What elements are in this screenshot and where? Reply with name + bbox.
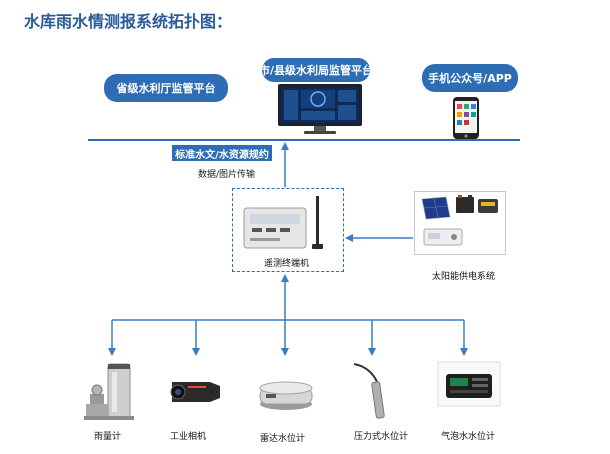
sensor-label: 雷达水位计 [260, 434, 306, 444]
solar-label: 太阳能供电系统 [432, 272, 496, 282]
industrial-camera-image [170, 382, 220, 402]
terminal-label: 遥测终端机 [264, 259, 310, 269]
radar-level-meter-image [259, 381, 313, 410]
page-title: 水库雨水情测报系统拓扑图： [24, 12, 233, 31]
mobile-app-pill: 手机公众号/APP [422, 64, 518, 92]
sensor-label: 雨量计 [94, 432, 122, 442]
pressure-level-meter-image [353, 363, 385, 419]
smartphone-image [453, 97, 479, 139]
rain-gauge-image [84, 363, 134, 420]
terminal-device-image [243, 196, 323, 249]
sensor-label: 压力式水位计 [354, 432, 409, 442]
transfer-label: 数据/图片传输 [198, 170, 256, 180]
provincial-platform-pill: 省级水利厅监管平台 [104, 74, 228, 102]
monitor-screen-image [278, 84, 362, 134]
city-platform-pill: 市/县级水利局监管平台 [259, 58, 373, 82]
sensor-label: 气泡水水位计 [441, 432, 496, 442]
bubble-level-meter-image [437, 361, 501, 407]
terminal-box [232, 188, 344, 272]
solar-equipment-image [421, 195, 498, 246]
protocol-label: 标准水文/水资源规约 [172, 145, 272, 161]
platform-bus-line [88, 139, 520, 141]
sensor-label: 工业相机 [170, 432, 207, 442]
